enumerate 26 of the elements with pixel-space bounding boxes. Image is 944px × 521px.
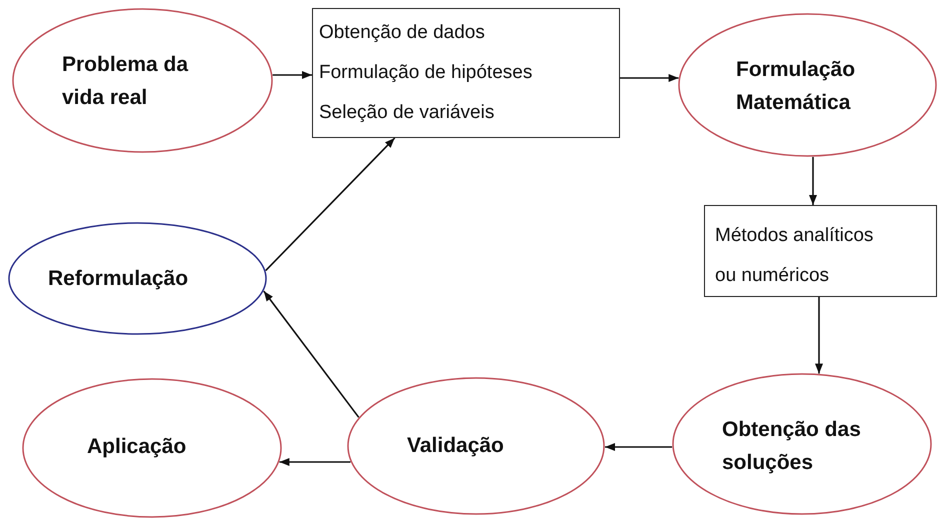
arrow [263,290,360,418]
node-label: Problema da vida real [62,52,190,111]
node-label: Formulação Matemática [736,57,856,116]
node-label: Reformulação [48,266,188,292]
process-ellipse [672,373,932,515]
process-ellipse [22,378,282,518]
arrow [815,297,823,374]
process-ellipse [12,8,273,153]
node-label: Seleção de variáveis [319,101,494,125]
node-label: Métodos analíticos ou numéricos [715,224,874,288]
process-ellipse [678,13,937,157]
arrow [279,458,350,466]
node-label: Obtenção das soluções [722,417,862,476]
process-box [312,8,620,138]
node-label: Aplicação [87,434,186,460]
process-ellipse [347,377,605,515]
arrow [605,443,672,451]
process-box [704,205,937,297]
arrow [620,74,679,82]
arrow [265,137,396,272]
node-label: Obtenção de dados [319,21,485,45]
arrow [809,156,817,205]
node-label: Validação [407,433,504,459]
process-ellipse [8,222,267,335]
node-label: Formulação de hipóteses [319,61,532,85]
arrow [272,71,312,79]
